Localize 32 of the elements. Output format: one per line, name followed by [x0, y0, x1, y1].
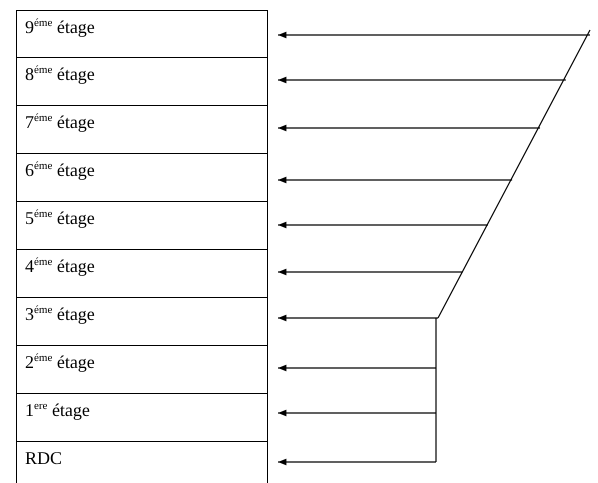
arrow — [278, 124, 540, 132]
floor-label: 7$^{éme}$ étage — [25, 112, 95, 133]
floor-box — [16, 105, 268, 154]
arrow — [278, 76, 566, 84]
arrow — [278, 222, 488, 228]
arrow — [278, 364, 436, 372]
floor-box — [16, 297, 268, 346]
floor-label: 1$^{ere}$ étage — [25, 400, 90, 421]
floor-label: 6$^{éme}$ étage — [25, 160, 95, 181]
floor-label: 4$^{éme}$ étage — [25, 256, 95, 277]
floor-box — [16, 153, 268, 202]
floor-label: 3$^{éme}$ étage — [25, 304, 95, 325]
floor-label: RDC — [25, 448, 62, 469]
floor-label: 9$^{éme}$ étage — [25, 17, 95, 38]
floor-box — [16, 249, 268, 298]
floor-label: 5$^{éme}$ étage — [25, 208, 95, 229]
arrow — [278, 410, 436, 416]
arrow — [278, 314, 438, 322]
floor-label: 2$^{éme}$ étage — [25, 352, 95, 373]
floor-box — [16, 10, 268, 58]
floor-box — [16, 345, 268, 394]
feed-line — [435, 318, 437, 462]
floor-label: 8$^{éme}$ étage — [25, 64, 95, 85]
floor-box — [16, 201, 268, 250]
arrow — [278, 32, 590, 38]
arrow — [278, 458, 436, 466]
floor-box — [16, 57, 268, 106]
arrow — [278, 176, 512, 184]
arrow — [278, 268, 463, 276]
floor-box — [16, 393, 268, 442]
floor-box — [16, 441, 268, 483]
feed-line — [437, 30, 591, 318]
